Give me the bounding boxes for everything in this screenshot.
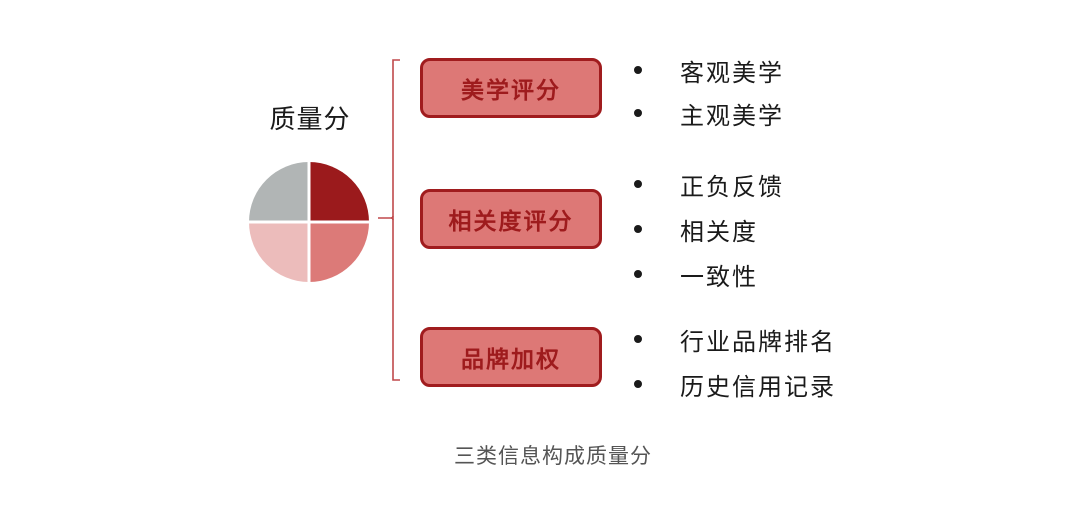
list-item-label: 行业品牌排名 (680, 327, 836, 356)
pie-segment-bottom-right (309, 222, 369, 282)
pie-segment-top-left (249, 162, 309, 222)
category-relevance-score: 相关度评分 (420, 189, 602, 249)
root-title: 质量分 (269, 105, 351, 135)
pie-segment-bottom-left (249, 222, 309, 282)
list-item: 客观美学 (630, 48, 784, 92)
bullet-icon (634, 109, 642, 117)
list-item-label: 客观美学 (680, 58, 784, 87)
list-item-label: 主观美学 (680, 101, 784, 130)
bullet-icon (634, 225, 642, 233)
bullet-icon (634, 270, 642, 278)
bullet-icon (634, 180, 642, 188)
list-item: 正负反馈 (630, 162, 784, 206)
pie-segment-top-right (309, 162, 369, 222)
quality-score-pie-icon (248, 161, 370, 283)
category-brand-weighting: 品牌加权 (420, 327, 602, 387)
figure-caption: 三类信息构成质量分 (454, 444, 652, 468)
list-item-label: 历史信用记录 (680, 372, 836, 401)
bullet-icon (634, 380, 642, 388)
list-item: 历史信用记录 (630, 362, 836, 406)
list-item: 一致性 (630, 252, 758, 296)
list-item: 行业品牌排名 (630, 317, 836, 361)
list-item: 相关度 (630, 207, 758, 251)
bracket-connector (378, 59, 400, 381)
list-item-label: 一致性 (680, 262, 758, 291)
bullet-icon (634, 335, 642, 343)
list-item: 主观美学 (630, 91, 784, 135)
list-item-label: 相关度 (680, 217, 758, 246)
bullet-icon (634, 66, 642, 74)
list-item-label: 正负反馈 (680, 172, 784, 201)
category-aesthetic-score: 美学评分 (420, 58, 602, 118)
